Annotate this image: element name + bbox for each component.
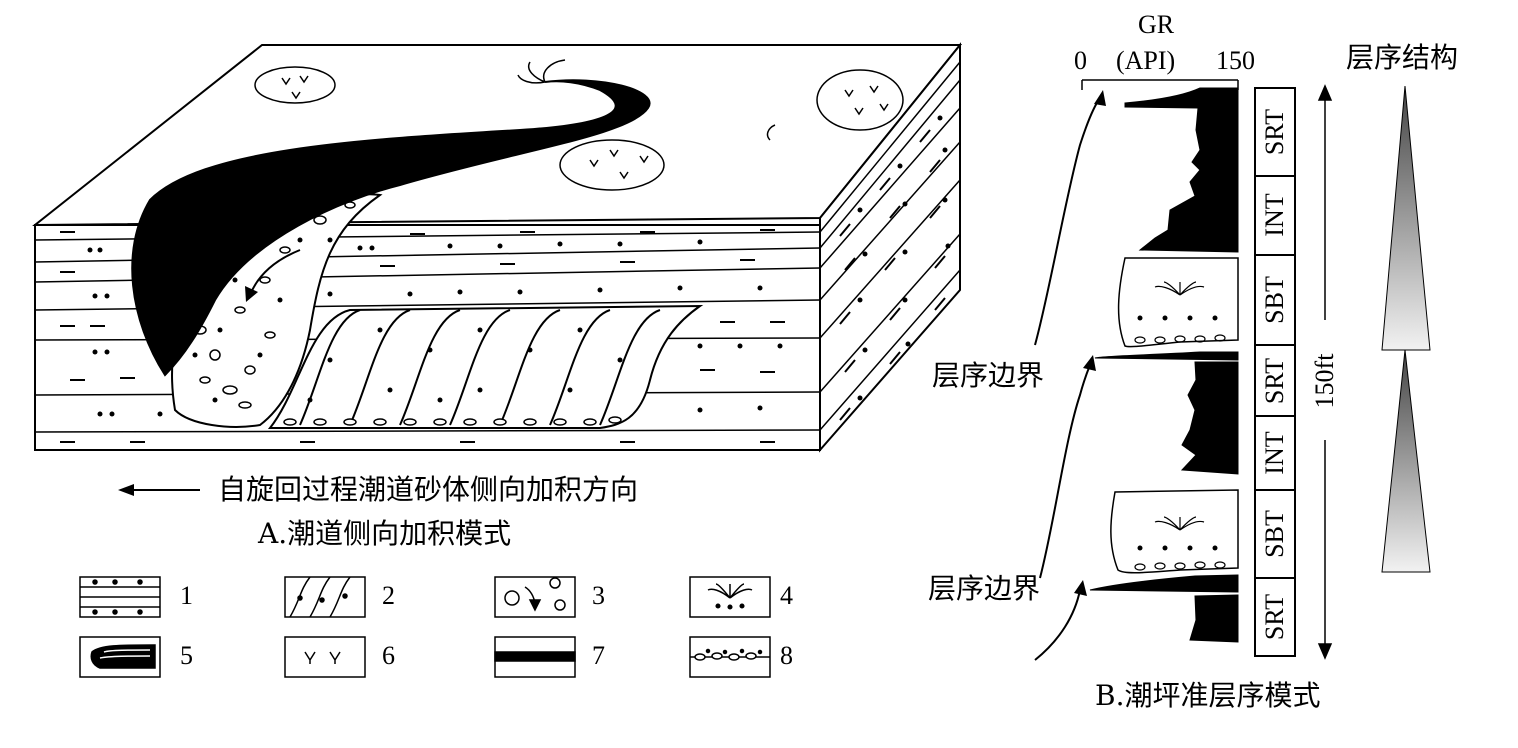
gr-min-label: 0 [1074, 46, 1087, 75]
legend-label-4: 4 [780, 581, 793, 610]
channel-dots [192, 237, 333, 403]
sequence-column [1254, 87, 1296, 657]
part-a-title: A.潮道侧向加积模式 [258, 517, 512, 550]
legend-label-3: 3 [592, 581, 605, 610]
vegetation-patches [254, 66, 904, 191]
front-dots [87, 239, 783, 417]
scale-bar [1317, 84, 1333, 660]
basal-pebbles [283, 416, 622, 426]
legend-swatch-2 [284, 576, 366, 618]
legend-swatch-7 [494, 636, 576, 678]
channel-branches [517, 59, 566, 84]
boundary-arrowheads [1074, 90, 1106, 596]
gr-unit: (API) [1116, 46, 1176, 75]
legend-label-8: 8 [780, 641, 793, 670]
unit-int-2: INT [1260, 431, 1289, 475]
legend-label-6: 6 [382, 641, 395, 670]
legend-swatch-8 [689, 636, 771, 678]
block-side-face [819, 42, 961, 453]
lateral-accretion-body [267, 304, 704, 429]
thickness-label: 150ft [1310, 353, 1339, 409]
legend-label-5: 5 [180, 641, 193, 670]
legend-label-2: 2 [382, 581, 395, 610]
channel-gravel [193, 201, 356, 409]
unit-srt-2: SRT [1260, 357, 1289, 405]
front-dashes [60, 229, 785, 443]
unit-sbt-2: SBT [1260, 510, 1289, 558]
legend-label-1: 1 [180, 581, 193, 610]
block-diagram [32, 42, 963, 453]
direction-arrow [118, 484, 200, 496]
accretion-direction-caption: 自旋回过程潮道砂体侧向加积方向 [218, 473, 639, 506]
sequence-boundary-upper: 层序边界 [932, 359, 1045, 392]
gr-sandstone-dots [1137, 158, 1224, 630]
plant-symbols [281, 75, 889, 180]
part-b-title: B.潮坪准层序模式 [1095, 679, 1321, 712]
side-texture [839, 129, 946, 421]
structure-title: 层序结构 [1346, 41, 1459, 74]
gr-sandstone-units [1110, 257, 1239, 574]
unit-int-1: INT [1260, 193, 1289, 237]
legend-swatch-5 [79, 636, 161, 678]
legend-swatch-6 [284, 636, 366, 678]
gr-max-label: 150 [1216, 46, 1255, 75]
side-strata-lines [819, 61, 961, 431]
legend-boxes [79, 576, 771, 678]
unit-sbt-1: SBT [1260, 276, 1289, 324]
legend-label-7: 7 [592, 641, 605, 670]
unit-srt-1: SRT [1260, 108, 1289, 156]
structure-triangles [1381, 85, 1431, 573]
boundary-arrows [1034, 97, 1101, 661]
accretion-dots [307, 327, 623, 403]
legend-swatch-1 [79, 576, 161, 618]
gr-sandstone-symbols [1134, 281, 1226, 571]
legend-swatch-3 [494, 576, 576, 618]
gr-log-curve [1089, 87, 1239, 643]
legend-swatch-4 [689, 576, 771, 618]
side-dots [857, 115, 951, 401]
sequence-boundary-lower: 层序边界 [928, 572, 1041, 605]
gr-label: GR [1138, 10, 1175, 39]
triangle-lower [1381, 349, 1431, 573]
accretion-arrowhead [245, 286, 258, 302]
triangle-upper [1381, 85, 1431, 351]
unit-srt-3: SRT [1260, 593, 1289, 641]
